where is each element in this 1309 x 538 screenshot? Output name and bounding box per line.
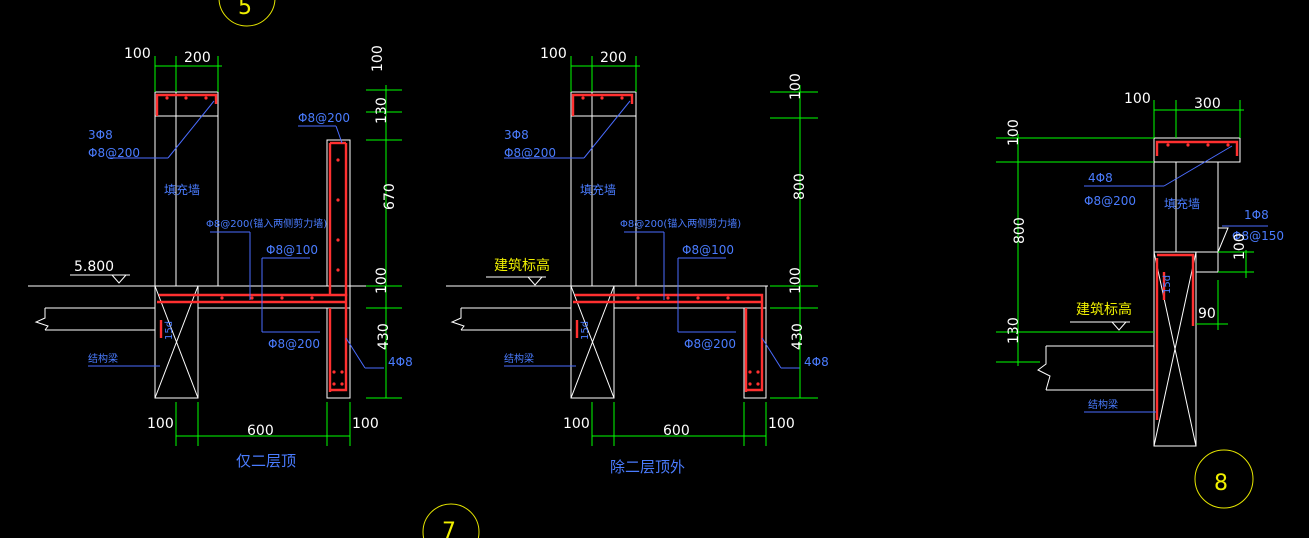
- svg-text:除二层顶外: 除二层顶外: [610, 458, 685, 476]
- svg-text:670: 670: [382, 183, 398, 210]
- svg-text:430: 430: [790, 323, 806, 350]
- svg-text:100: 100: [788, 267, 804, 294]
- detail-marker-5: 5: [218, 0, 276, 27]
- svg-text:100: 100: [374, 267, 390, 294]
- svg-text:100: 100: [768, 416, 795, 432]
- svg-text:填充墙: 填充墙: [1164, 196, 1200, 211]
- svg-text:5.800: 5.800: [74, 259, 114, 275]
- svg-text:90: 90: [1198, 306, 1216, 322]
- svg-text:Φ8@200: Φ8@200: [684, 337, 736, 351]
- svg-text:Φ8@200: Φ8@200: [298, 111, 350, 125]
- svg-text:600: 600: [247, 423, 274, 439]
- svg-text:8: 8: [1214, 471, 1228, 496]
- svg-text:800: 800: [1012, 217, 1028, 244]
- detail-marker-8: 8: [1194, 449, 1254, 509]
- svg-text:Φ8@200: Φ8@200: [1084, 194, 1136, 208]
- svg-text:3Φ8: 3Φ8: [88, 128, 113, 142]
- svg-text:100: 100: [540, 46, 567, 62]
- detail-middle: 100 200 3Φ8 Φ8@200 填充墙 Φ8@200(锚入两侧剪力墙) Φ…: [446, 46, 829, 476]
- svg-text:Φ8@100: Φ8@100: [266, 243, 318, 257]
- svg-text:1Φ8: 1Φ8: [1244, 208, 1269, 222]
- svg-text:100: 100: [124, 46, 151, 62]
- svg-text:5: 5: [238, 0, 252, 20]
- svg-text:Φ8@200(锚入两侧剪力墙): Φ8@200(锚入两侧剪力墙): [206, 217, 327, 230]
- svg-text:4Φ8: 4Φ8: [1088, 171, 1113, 185]
- svg-text:Φ8@200(锚入两侧剪力墙): Φ8@200(锚入两侧剪力墙): [620, 217, 741, 230]
- svg-text:100: 100: [1232, 233, 1248, 260]
- svg-text:仅二层顶: 仅二层顶: [236, 452, 296, 470]
- svg-text:填充墙: 填充墙: [164, 182, 200, 197]
- svg-text:130: 130: [374, 97, 390, 124]
- detail-right: 100 300 4Φ8 Φ8@200 填充墙 1Φ8 Φ8@150 100 80…: [996, 91, 1284, 447]
- svg-text:100: 100: [563, 416, 590, 432]
- svg-text:结构梁: 结构梁: [1088, 398, 1118, 411]
- svg-text:15d: 15d: [164, 321, 175, 340]
- svg-text:Φ8@200: Φ8@200: [504, 146, 556, 160]
- svg-text:15d: 15d: [1162, 275, 1173, 294]
- svg-text:建筑标高: 建筑标高: [1076, 301, 1132, 318]
- svg-text:3Φ8: 3Φ8: [504, 128, 529, 142]
- svg-text:100: 100: [1124, 91, 1151, 107]
- svg-text:100: 100: [352, 416, 379, 432]
- svg-text:100: 100: [370, 45, 386, 72]
- svg-text:结构梁: 结构梁: [504, 352, 534, 365]
- svg-text:100: 100: [1006, 119, 1022, 146]
- svg-text:600: 600: [663, 423, 690, 439]
- svg-text:4Φ8: 4Φ8: [388, 355, 413, 369]
- svg-text:200: 200: [184, 50, 211, 66]
- svg-text:建筑标高: 建筑标高: [494, 257, 550, 274]
- svg-text:结构梁: 结构梁: [88, 352, 118, 365]
- svg-text:填充墙: 填充墙: [580, 182, 616, 197]
- svg-text:4Φ8: 4Φ8: [804, 355, 829, 369]
- svg-text:Φ8@200: Φ8@200: [268, 337, 320, 351]
- svg-text:Φ8@200: Φ8@200: [88, 146, 140, 160]
- svg-text:130: 130: [1006, 317, 1022, 344]
- svg-text:100: 100: [147, 416, 174, 432]
- svg-text:200: 200: [600, 50, 627, 66]
- svg-text:430: 430: [376, 323, 392, 350]
- svg-text:15d: 15d: [580, 321, 591, 340]
- svg-text:Φ8@150: Φ8@150: [1232, 229, 1284, 243]
- detail-marker-7: 7: [422, 503, 480, 538]
- svg-text:Φ8@100: Φ8@100: [682, 243, 734, 257]
- svg-text:300: 300: [1194, 96, 1221, 112]
- detail-left: 100 200 3Φ8 Φ8@200 填充墙 Φ8@200 Φ8@200(锚入两…: [28, 45, 413, 470]
- svg-text:100: 100: [788, 73, 804, 100]
- svg-text:800: 800: [792, 173, 808, 200]
- svg-text:7: 7: [442, 519, 456, 538]
